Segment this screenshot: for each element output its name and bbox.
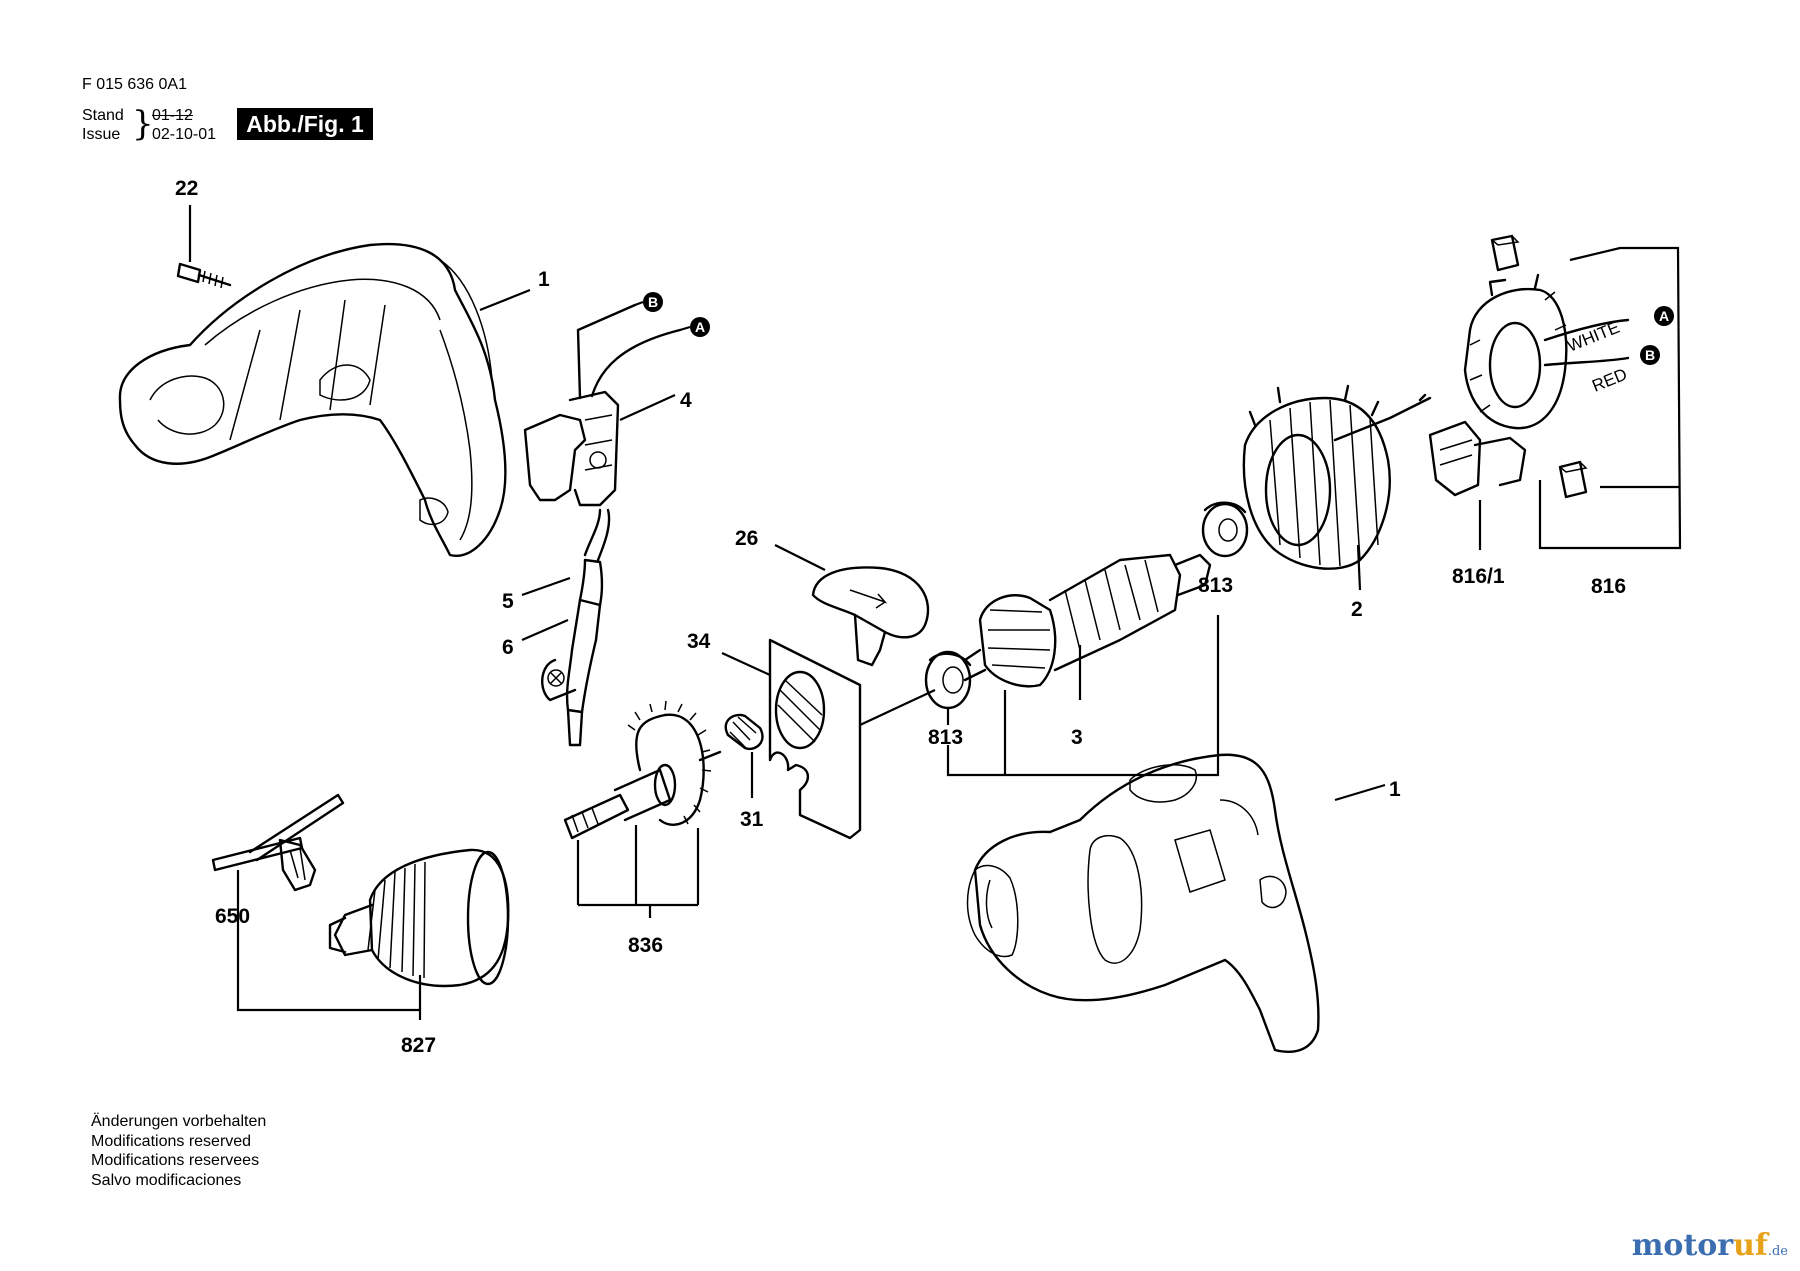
- part-label-2: 2: [1351, 598, 1363, 621]
- part-label-813-left: 813: [928, 726, 963, 749]
- power-cord-drawing: [541, 558, 604, 747]
- carbon-brush-bottom-drawing: [1558, 460, 1588, 499]
- armature-drawing: [963, 553, 1212, 688]
- watermark-brand: motor: [1631, 1228, 1734, 1263]
- carbon-brush-top-drawing: [1490, 234, 1520, 272]
- connector-b-left-marker: [643, 292, 663, 312]
- part-label-22: 22: [175, 177, 198, 200]
- part-label-650: 650: [215, 905, 250, 928]
- connector-a-left-marker: [690, 317, 710, 337]
- direction-selector-drawing: [774, 544, 930, 667]
- bracket-813-3-813: [946, 615, 1220, 777]
- brush-holder-drawing: [1333, 246, 1682, 550]
- leader-line-1-bottom: [1334, 783, 1386, 802]
- wire-red: [1543, 356, 1630, 367]
- assembled-drill-drawing: [966, 753, 1320, 1053]
- switch-drawing: [523, 303, 682, 562]
- connector-b-left-label: B: [648, 294, 658, 310]
- figure-badge: Abb./Fig. 1: [237, 108, 373, 140]
- note-german: Änderungen vorbehalten: [91, 1113, 267, 1130]
- spring-drawing: [724, 713, 764, 798]
- issue-label: Issue: [82, 126, 121, 143]
- wire-white: [1543, 318, 1630, 342]
- watermark-tld: .de: [1767, 1244, 1788, 1259]
- issue-date: 02-10-01: [152, 126, 217, 143]
- part-label-31: 31: [740, 808, 764, 831]
- chuck-key-drawing: [211, 793, 345, 892]
- connector-b-right-label: B: [1645, 347, 1655, 363]
- plate-drawing: [721, 638, 936, 840]
- stand-label: Stand: [82, 107, 124, 124]
- drill-chuck-drawing: [328, 848, 510, 988]
- note-french: Modifications reservees: [91, 1152, 260, 1169]
- site-watermark: motoruf.de: [1632, 1228, 1788, 1263]
- note-spanish: Salvo modificaciones: [91, 1171, 242, 1189]
- part-label-6: 6: [502, 636, 514, 659]
- part-label-26: 26: [735, 527, 758, 550]
- stator-drawing: [1242, 384, 1391, 591]
- part-label-5: 5: [502, 590, 514, 613]
- gear-shaft-drawing: [563, 700, 722, 918]
- leader-line-1-top: [479, 288, 531, 312]
- part-label-1-top: 1: [538, 268, 550, 291]
- connector-a-right-marker: [1654, 306, 1674, 326]
- modification-notes: Änderungen vorbehalten Modifications res…: [91, 1112, 266, 1190]
- leader-line-4: [619, 393, 676, 422]
- part-label-827: 827: [401, 1034, 436, 1057]
- document-number: F 015 636 0A1: [82, 76, 187, 93]
- stand-date: 01-12: [152, 107, 193, 124]
- bracket-650-827: [236, 870, 422, 1012]
- watermark-brand-accent: uf: [1733, 1228, 1768, 1263]
- bearing-left-drawing: [924, 650, 972, 725]
- bearing-right-drawing: [1201, 501, 1249, 558]
- housing-half-drawing: [118, 242, 507, 557]
- part-label-1-bottom: 1: [1389, 778, 1401, 801]
- part-label-813-right: 813: [1198, 574, 1233, 597]
- part-label-816: 816: [1591, 575, 1626, 598]
- wire-label-white: WHITE: [1564, 318, 1622, 356]
- wire-b-left: [634, 300, 644, 307]
- part-label-816-1: 816/1: [1452, 565, 1505, 588]
- wire-a-left: [679, 325, 691, 332]
- wire-label-red: RED: [1589, 365, 1629, 396]
- note-english: Modifications reserved: [91, 1132, 252, 1150]
- leader-line-6: [521, 618, 569, 642]
- leader-line-5: [521, 576, 571, 597]
- brace-icon: }: [132, 104, 154, 144]
- part-label-3: 3: [1071, 726, 1083, 749]
- part-label-4: 4: [680, 389, 692, 412]
- part-label-34: 34: [687, 630, 711, 653]
- connector-a-right-label: A: [1659, 308, 1669, 324]
- screw-drawing: [176, 205, 232, 289]
- part-label-836: 836: [628, 934, 663, 957]
- connector-b-right-marker: [1640, 345, 1660, 365]
- connector-a-left-label: A: [695, 319, 705, 335]
